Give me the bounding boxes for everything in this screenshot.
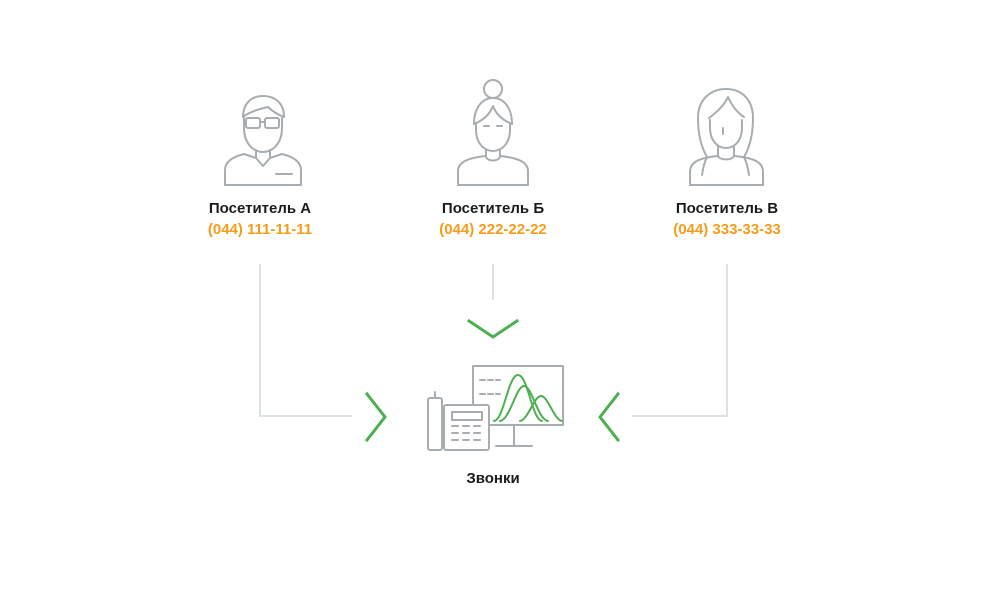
visitor-b-name: Посетитель Б	[441, 200, 545, 217]
connectors	[259, 264, 728, 417]
visitor-c-label: Посетитель В (044) 333-33-33	[627, 200, 827, 238]
arrows	[364, 318, 621, 443]
arrow-left-icon	[598, 391, 621, 443]
arrow-down-icon	[466, 318, 520, 339]
woman-long-hair-icon	[689, 88, 764, 186]
visitor-a-name: Посетитель А	[208, 200, 312, 217]
chart-curves	[493, 374, 563, 422]
connector-a	[259, 264, 352, 417]
visitor-c-phone: (044) 333-33-33	[673, 221, 781, 238]
monitor-icon	[472, 365, 564, 447]
visitor-c-name: Посетитель В	[675, 200, 779, 217]
visitor-b-label: Посетитель Б (044) 222-22-22	[393, 200, 593, 238]
phone-and-monitor-chart-icon	[427, 365, 564, 451]
desk-phone-icon	[427, 391, 490, 451]
visitor-a-phone: (044) 111-11-11	[207, 221, 313, 238]
visitor-b-phone: (044) 222-22-22	[439, 221, 547, 238]
connector-c	[632, 264, 728, 417]
arrow-right-icon	[364, 391, 387, 443]
calls-label: Звонки	[466, 470, 520, 487]
man-with-glasses-icon	[224, 95, 302, 186]
woman-with-bun-icon	[457, 79, 529, 186]
visitor-a-label: Посетитель А (044) 111-11-11	[160, 200, 360, 238]
